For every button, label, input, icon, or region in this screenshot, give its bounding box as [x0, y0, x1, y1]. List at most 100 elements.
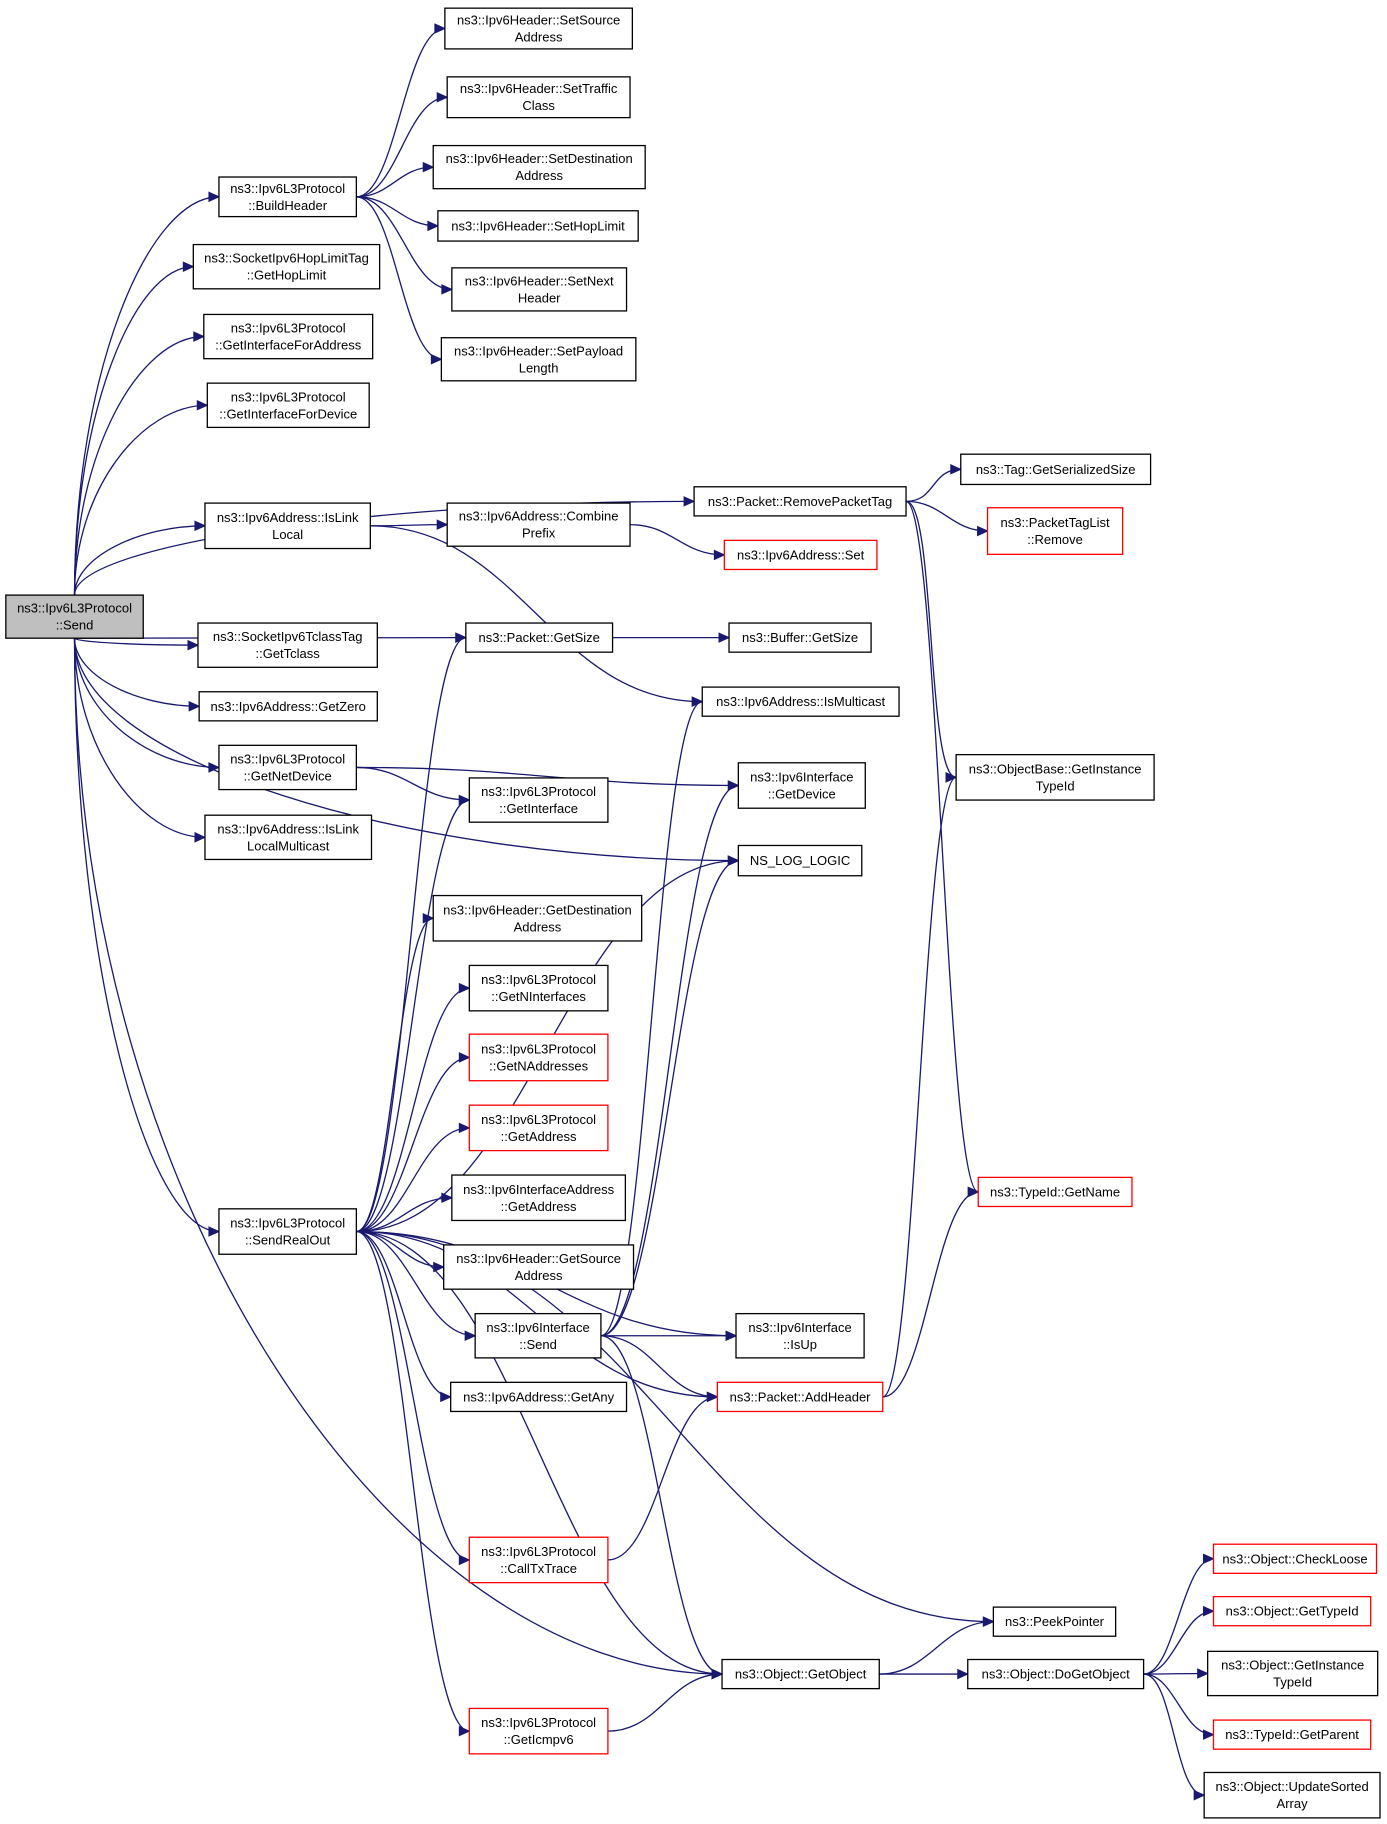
node-getNetDevice[interactable]: ns3::Ipv6L3Protocol::GetNetDevice [218, 744, 358, 791]
node-ifaceSend[interactable]: ns3::Ipv6Interface::Send [474, 1312, 602, 1359]
node-label: ::GetNAddresses [489, 1058, 588, 1073]
arrowhead-send-to-isLinkLocal [194, 520, 207, 532]
arrowhead-doGetObject-to-objGetInstanceTypeId [1197, 1668, 1209, 1679]
node-tagGetSerializedSize[interactable]: ns3::Tag::GetSerializedSize [960, 453, 1152, 486]
node-box [5, 594, 144, 639]
edge-doGetObject-to-typeIdGetParent [1143, 1673, 1214, 1736]
node-box [701, 686, 900, 717]
node-label: ::GetNetDevice [244, 768, 332, 783]
node-buildHeader[interactable]: ns3::Ipv6L3Protocol::BuildHeader [218, 176, 358, 218]
node-isMulticast[interactable]: ns3::Ipv6Address::IsMulticast [701, 686, 900, 717]
node-sendRealOut[interactable]: ns3::Ipv6L3Protocol::SendRealOut [218, 1208, 358, 1255]
node-getNInterfaces[interactable]: ns3::Ipv6L3Protocol::GetNInterfaces [468, 964, 609, 1012]
node-hopLimitTagGet[interactable]: ns3::SocketIpv6HopLimitTag::GetHopLimit [192, 243, 381, 290]
arrowhead-send-to-removePacketTag [683, 496, 696, 507]
node-getInterfaceForAddress[interactable]: ns3::Ipv6L3Protocol::GetInterfaceForAddr… [203, 313, 374, 360]
node-box [693, 486, 907, 517]
node-addHeader[interactable]: ns3::Packet::AddHeader [716, 1381, 884, 1413]
node-getObject[interactable]: ns3::Object::GetObject [721, 1658, 880, 1690]
node-setHopLimit[interactable]: ns3::Ipv6Header::SetHopLimit [437, 210, 639, 242]
node-label: ns3::Packet::AddHeader [730, 1389, 872, 1404]
node-label: Address [514, 919, 562, 934]
node-label: ns3::Ipv6InterfaceAddress [463, 1182, 615, 1197]
arrowhead-send-to-getZero [188, 701, 201, 712]
node-bufferGetSize[interactable]: ns3::Buffer::GetSize [728, 622, 872, 653]
node-doGetObject[interactable]: ns3::Object::DoGetObject [967, 1658, 1145, 1690]
node-label: ::BuildHeader [248, 198, 327, 213]
node-label: ns3::Ipv6Address::Set [737, 547, 865, 562]
node-l3GetAddress[interactable]: ns3::Ipv6L3Protocol::GetAddress [468, 1104, 609, 1152]
edge-doGetObject-to-objGetTypeId [1143, 1610, 1214, 1675]
node-ifaceGetDevice[interactable]: ns3::Ipv6Interface::GetDevice [737, 762, 866, 809]
node-label: ns3::Ipv6L3Protocol [230, 751, 345, 766]
node-getIcmpv6[interactable]: ns3::Ipv6L3Protocol::GetIcmpv6 [468, 1707, 609, 1755]
arrowhead-send-to-getInterfaceForDevice [196, 399, 209, 411]
node-label: ns3::Ipv6Address::GetAny [463, 1389, 615, 1404]
edge-sendRealOut-to-getObject [356, 1230, 723, 1675]
node-ifaceAddrGetAddress[interactable]: ns3::Ipv6InterfaceAddress::GetAddress [451, 1174, 627, 1222]
node-packetGetSize[interactable]: ns3::Packet::GetSize [465, 622, 614, 653]
edge-send-to-getInterfaceForAddress [73, 335, 204, 596]
node-ipv6AddressSet[interactable]: ns3::Ipv6Address::Set [723, 539, 878, 571]
edge-sendRealOut-to-ifaceSend [356, 1230, 476, 1337]
node-box [218, 744, 358, 791]
node-label: ns3::Ipv6Header::SetSource [457, 13, 620, 28]
node-nsLogLogic[interactable]: NS_LOG_LOGIC [737, 844, 863, 877]
arrowhead-ifaceSend-to-ifaceIsUp [725, 1330, 738, 1342]
node-label: ns3::Ipv6L3Protocol [230, 181, 345, 196]
node-getZero[interactable]: ns3::Ipv6Address::GetZero [198, 691, 378, 722]
arrowhead-removePacketTag-to-packetTagListRemove [977, 525, 989, 537]
node-box [465, 622, 614, 653]
arrowhead-packetGetSize-to-bufferGetSize [718, 632, 731, 643]
node-label: ::GetInterface [499, 801, 578, 816]
node-label: ::Remove [1027, 532, 1083, 547]
node-box [218, 1208, 358, 1255]
arrowhead-sendRealOut-to-getNAddresses [458, 1052, 471, 1063]
node-objGetTypeId[interactable]: ns3::Object::GetTypeId [1212, 1595, 1372, 1627]
node-box [468, 1536, 609, 1584]
node-box [723, 539, 878, 571]
node-label: ns3::Ipv6Header::SetPayload [454, 343, 623, 358]
node-packetTagListRemove[interactable]: ns3::PacketTagList::Remove [986, 507, 1124, 555]
node-callTxTrace[interactable]: ns3::Ipv6L3Protocol::CallTxTrace [468, 1536, 609, 1584]
node-typeIdGetParent[interactable]: ns3::TypeId::GetParent [1212, 1719, 1372, 1750]
node-box [468, 1104, 609, 1152]
edge-getNetDevice-to-l3GetInterface [356, 766, 470, 801]
node-l3GetInterface[interactable]: ns3::Ipv6L3Protocol::GetInterface [468, 777, 609, 823]
node-tclassTagGet[interactable]: ns3::SocketIpv6TclassTag::GetTclass [197, 622, 378, 668]
node-label: ns3::Ipv6L3Protocol [481, 1112, 596, 1127]
node-getNAddresses[interactable]: ns3::Ipv6L3Protocol::GetNAddresses [468, 1033, 609, 1082]
node-removePacketTag[interactable]: ns3::Packet::RemovePacketTag [693, 486, 907, 517]
node-getInterfaceForDevice[interactable]: ns3::Ipv6L3Protocol::GetInterfaceForDevi… [206, 382, 370, 429]
node-box [992, 1606, 1117, 1637]
node-typeIdGetName[interactable]: ns3::TypeId::GetName [977, 1176, 1133, 1208]
node-label: ns3::Ipv6L3Protocol [231, 389, 346, 404]
node-label: ns3::Object::UpdateSorted [1215, 1779, 1368, 1794]
node-checkLoose[interactable]: ns3::Object::CheckLoose [1212, 1543, 1378, 1574]
node-label: ns3::Packet::GetSize [478, 630, 599, 645]
arrowhead-send-to-buildHeader [208, 191, 221, 203]
node-label: ns3::Ipv6Header::SetDestination [446, 151, 633, 166]
arrowhead-getIcmpv6-to-getObject [711, 1668, 724, 1680]
edge-removePacketTag-to-typeIdGetName [905, 500, 979, 1193]
arrowhead-addHeader-to-typeIdGetName [967, 1186, 980, 1198]
node-getAny[interactable]: ns3::Ipv6Address::GetAny [450, 1381, 628, 1413]
node-peekPointer[interactable]: ns3::PeekPointer [992, 1606, 1117, 1637]
edge-sendRealOut-to-getDestinationAddress [356, 917, 434, 1233]
arrowhead-ifaceSend-to-ifaceGetDevice [727, 780, 740, 791]
arrowhead-isLinkLocal-to-combinePrefix [436, 519, 449, 530]
node-ifaceIsUp[interactable]: ns3::Ipv6Interface::IsUp [735, 1312, 865, 1359]
